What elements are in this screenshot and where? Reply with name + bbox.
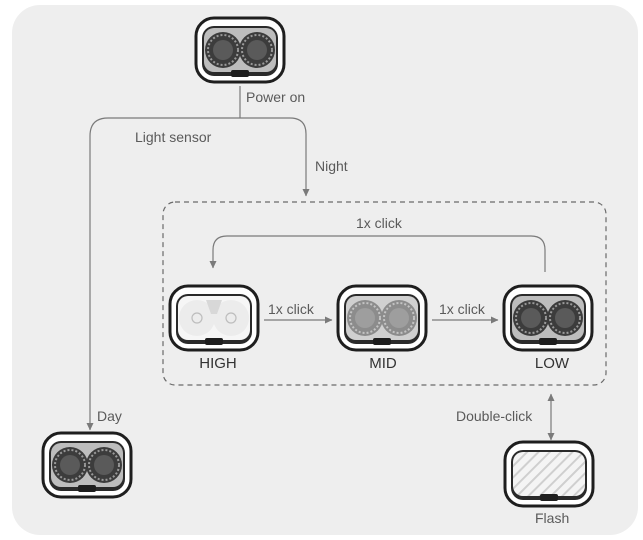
label-double-click: Double-click	[456, 408, 533, 424]
mode-low-label: LOW	[535, 355, 570, 372]
label-loop-click: 1x click	[356, 215, 403, 231]
night-modes-group	[162, 201, 607, 386]
device-flash-icon	[503, 440, 595, 508]
device-day-icon	[41, 431, 133, 499]
label-mid-low-click: 1x click	[439, 301, 486, 317]
label-flash: Flash	[535, 510, 569, 526]
device-mid-icon	[336, 284, 428, 352]
night-arrow	[240, 117, 310, 197]
label-night: Night	[315, 158, 348, 174]
mode-high-label: HIGH	[199, 355, 237, 372]
mode-mid-label: MID	[369, 355, 397, 372]
background-panel	[12, 5, 638, 535]
label-light-sensor: Light sensor	[135, 129, 212, 145]
connectors	[86, 86, 555, 441]
day-arrow	[86, 117, 240, 431]
loop-arrow	[209, 235, 546, 272]
device-high-icon	[168, 284, 260, 352]
label-day: Day	[97, 408, 122, 424]
label-power-on: Power on	[246, 89, 305, 105]
label-high-mid-click: 1x click	[268, 301, 315, 317]
device-power-on-icon	[194, 16, 286, 84]
device-low-icon	[502, 284, 594, 352]
